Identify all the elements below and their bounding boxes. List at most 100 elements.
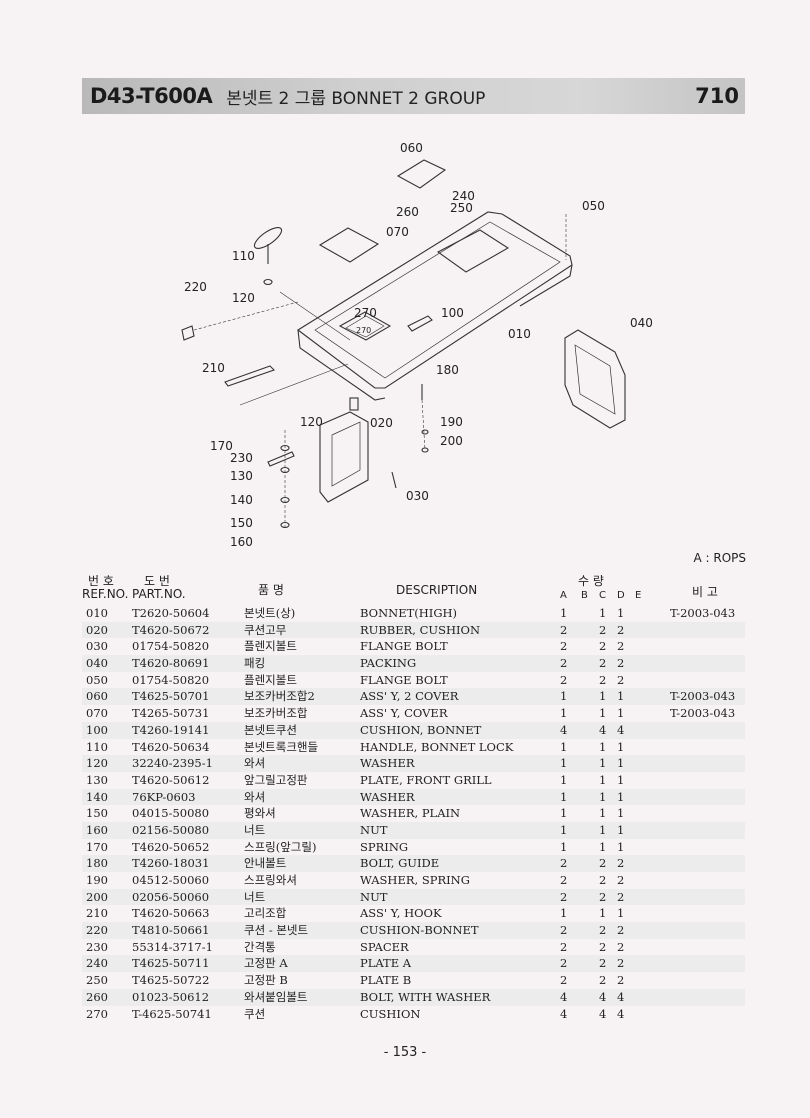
cell-rem: T-2003-043: [670, 706, 736, 721]
cell-desc: WASHER: [360, 789, 415, 804]
cell-c: 2: [599, 939, 607, 954]
exploded-parts-diagram: 060 240 250 260 050 070 110 220 120 270 …: [170, 130, 653, 560]
cell-a: 1: [560, 706, 568, 721]
cell-kr: 와셔: [244, 756, 266, 771]
front-grill-plate-inner: [331, 421, 361, 487]
cell-d: 1: [617, 806, 625, 821]
cell-ref: 160: [86, 822, 108, 837]
cell-part: 01754-50820: [132, 672, 210, 687]
cell-kr: 고정판 A: [244, 956, 288, 971]
remark-header: 비 고: [692, 585, 718, 599]
callout: 030: [406, 489, 429, 503]
callout: 140: [230, 493, 253, 507]
leader-170: [239, 363, 349, 406]
cell-ref: 020: [86, 622, 108, 637]
cell-d: 2: [617, 639, 625, 654]
cell-kr: 쿠션 - 본넷트: [244, 923, 309, 938]
cell-kr: 플렌지볼트: [244, 672, 297, 687]
qty-kr-header: 수 량: [578, 574, 604, 588]
cell-ref: 140: [86, 789, 108, 804]
callout: 130: [230, 469, 253, 483]
cell-kr: 안내볼트: [244, 856, 287, 871]
cell-part: T4625-50722: [132, 973, 210, 988]
cell-a: 2: [560, 939, 568, 954]
cell-kr: 쿠션고무: [244, 622, 287, 637]
callout: 180: [436, 363, 459, 377]
callout: 010: [508, 327, 531, 341]
cell-desc: FLANGE BOLT: [360, 672, 448, 687]
cell-kr: 보조카버조합: [244, 706, 308, 721]
cell-c: 4: [599, 989, 607, 1004]
callout: 220: [184, 280, 207, 294]
cushion-270-inner: [345, 315, 385, 338]
cell-part: 01023-50612: [132, 989, 210, 1004]
cell-d: 1: [617, 789, 625, 804]
callout: 110: [232, 249, 255, 263]
cell-c: 2: [599, 622, 607, 637]
bonnet-front-edge: [297, 329, 386, 401]
hook-210: [224, 365, 276, 387]
part-en-header: PART.NO.: [132, 587, 186, 601]
cell-ref: 210: [86, 906, 108, 921]
callout: 040: [630, 316, 653, 330]
cell-d: 2: [617, 973, 625, 988]
cell-c: 4: [599, 1006, 607, 1021]
cell-c: 1: [599, 756, 607, 771]
cell-a: 2: [560, 923, 568, 938]
cell-d: 2: [617, 923, 625, 938]
qty-e-header: E: [635, 590, 642, 601]
cell-ref: 270: [86, 1006, 108, 1021]
cell-kr: 본넷트쿠션: [244, 722, 297, 737]
callout: 100: [441, 306, 464, 320]
cell-part: T4620-50652: [132, 839, 210, 854]
cell-c: 2: [599, 656, 607, 671]
cell-a: 1: [560, 906, 568, 921]
cell-c: 2: [599, 956, 607, 971]
cell-desc: PLATE A: [360, 956, 412, 971]
cell-kr: 고정판 B: [244, 973, 288, 988]
callout: 210: [202, 361, 225, 375]
cell-part: T4620-50634: [132, 739, 210, 754]
cell-kr: 너트: [244, 889, 266, 904]
cell-desc: CUSHION: [360, 1006, 421, 1021]
cell-part: 55314-3717-1: [132, 939, 213, 954]
callout: 200: [440, 434, 463, 448]
cell-desc: WASHER: [360, 756, 415, 771]
cell-desc: BONNET(HIGH): [360, 606, 458, 620]
section-number: 710: [695, 84, 739, 108]
cell-d: 1: [617, 839, 625, 854]
lock-handle-110: [253, 227, 283, 249]
cell-kr: 평와셔: [244, 806, 276, 821]
cell-d: 1: [617, 706, 625, 721]
cell-part: T4260-19141: [132, 722, 210, 737]
cell-desc: WASHER, SPRING: [360, 873, 470, 887]
cell-ref: 200: [86, 889, 108, 904]
ref-kr-header: 번 호: [88, 574, 114, 588]
cell-a: 2: [560, 889, 568, 904]
cell-kr: 앞그릴고정판: [244, 772, 308, 787]
diagram-svg: 060 240 250 260 050 070 110 220 120 270 …: [181, 141, 653, 549]
cell-kr: 와셔붙임볼트: [244, 989, 308, 1004]
cell-ref: 230: [86, 939, 108, 954]
cell-d: 2: [617, 956, 625, 971]
cell-a: 4: [560, 989, 568, 1004]
cell-desc: PACKING: [360, 656, 417, 671]
cell-part: T4620-50612: [132, 772, 210, 787]
cell-a: 2: [560, 873, 568, 887]
cell-desc: PLATE B: [360, 973, 412, 988]
cell-c: 1: [599, 739, 607, 754]
cell-ref: 120: [86, 756, 108, 771]
cell-a: 1: [560, 839, 568, 854]
cell-a: 2: [560, 656, 568, 671]
